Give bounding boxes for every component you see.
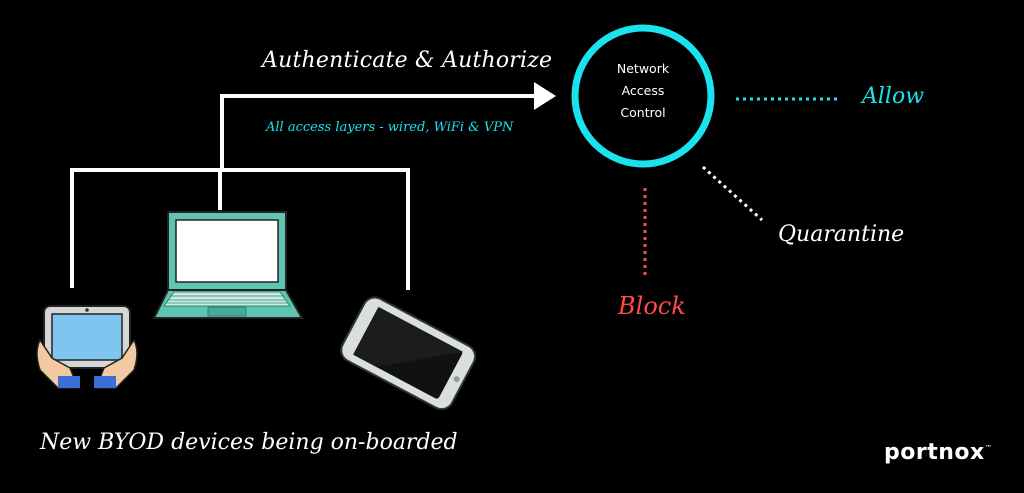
outcome-allow: Allow bbox=[862, 84, 925, 109]
outcome-block: Block bbox=[618, 292, 686, 320]
flow-label: Authenticate & Authorize bbox=[262, 48, 553, 73]
logo-trademark: ™ bbox=[984, 444, 993, 452]
device-connector-bracket bbox=[70, 168, 410, 290]
laptop-icon bbox=[152, 211, 304, 319]
flow-sublabel: All access layers - wired, WiFi & VPN bbox=[266, 120, 514, 135]
logo-text: portnox bbox=[884, 440, 985, 465]
nac-node-circle bbox=[571, 24, 715, 168]
auth-flow-arrow-line bbox=[220, 94, 536, 170]
portnox-logo: portnox™ bbox=[884, 440, 992, 465]
devices-caption: New BYOD devices being on-boarded bbox=[40, 430, 458, 455]
smartphone-icon bbox=[340, 296, 477, 411]
nac-label-line-3: Control bbox=[620, 105, 666, 120]
quarantine-connector bbox=[701, 165, 764, 222]
outcome-quarantine: Quarantine bbox=[778, 222, 905, 247]
nac-label-line-1: Network bbox=[616, 61, 670, 76]
nac-label-line-2: Access bbox=[621, 83, 665, 98]
auth-flow-arrowhead bbox=[534, 82, 556, 110]
nac-node-label: Network Access Control bbox=[575, 58, 711, 124]
tablet-icon bbox=[36, 305, 138, 389]
